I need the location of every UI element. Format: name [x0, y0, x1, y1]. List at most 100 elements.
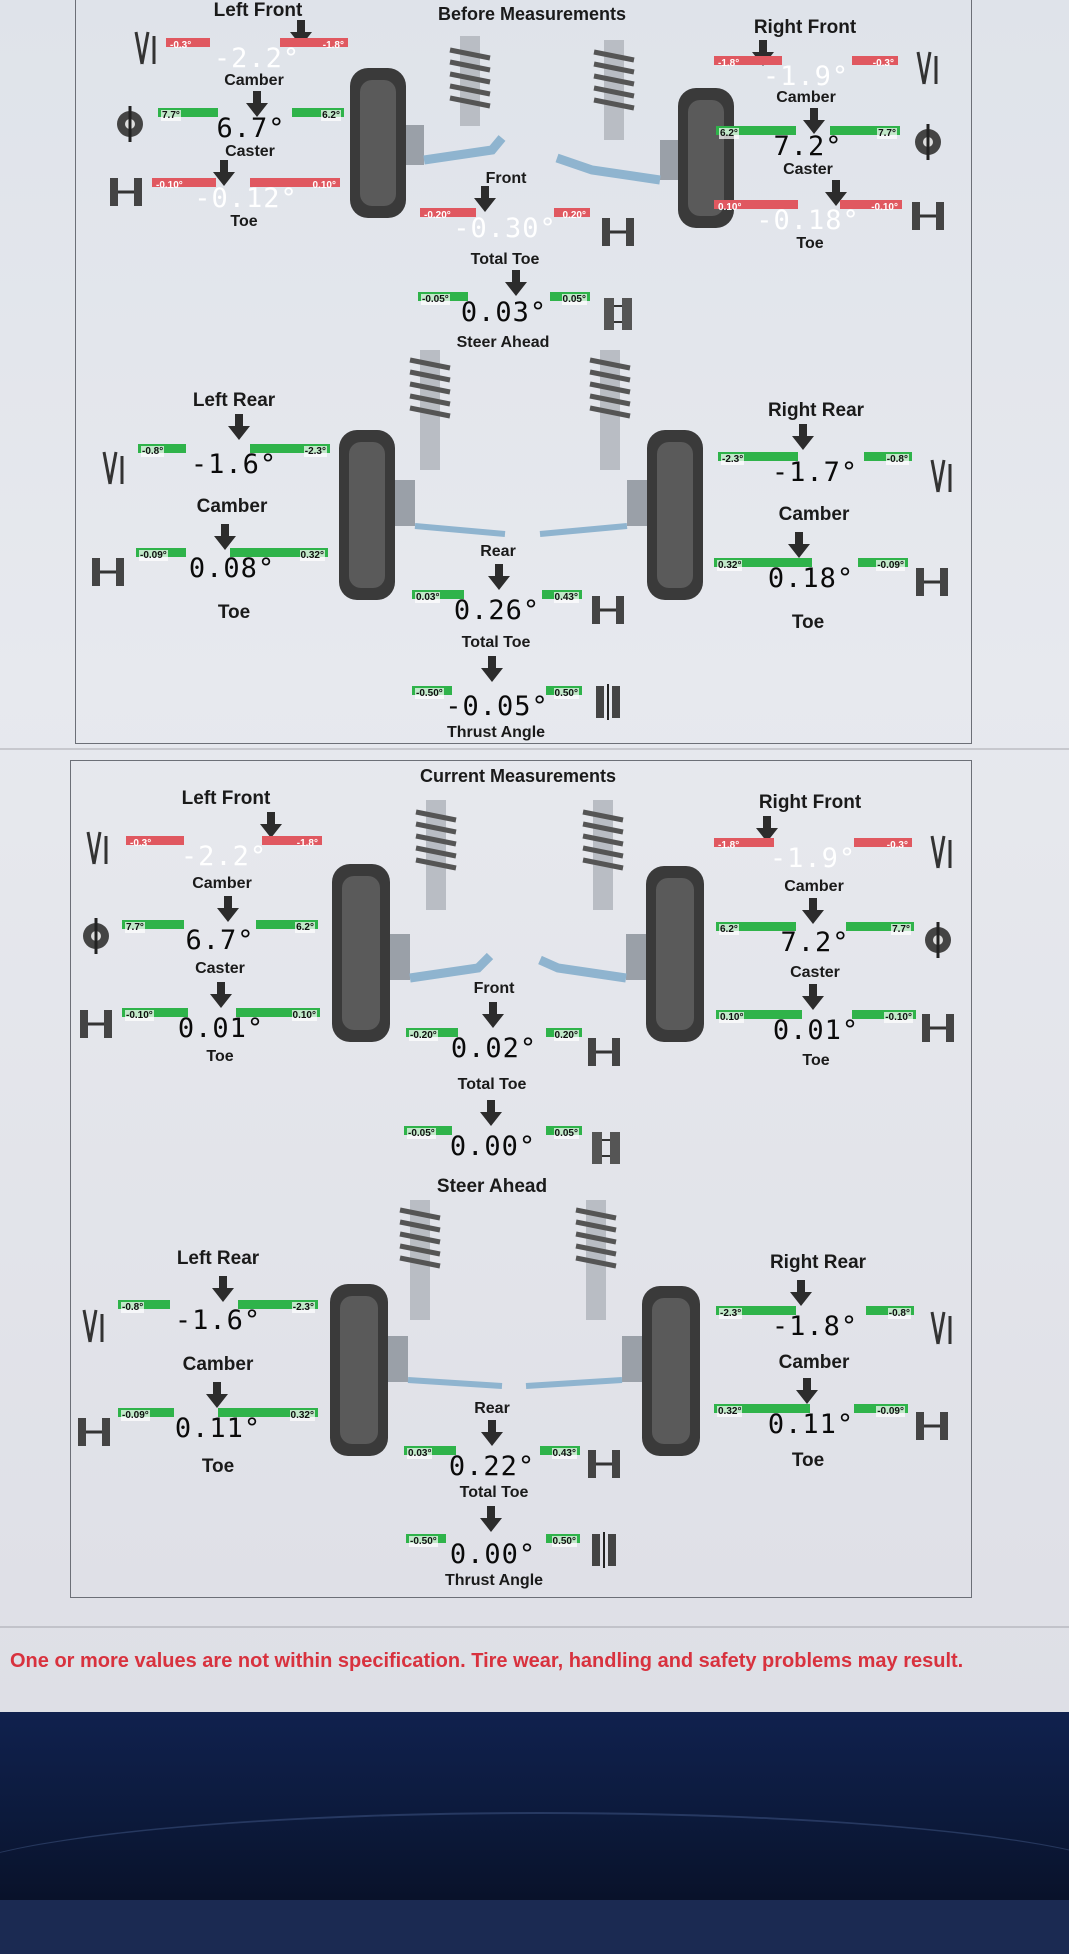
down-arrow-icon: [217, 896, 239, 922]
current-steer-ahead-value: 0.00°: [449, 1131, 537, 1162]
current-rf-caster-label: Caster: [790, 964, 840, 981]
down-arrow-icon: [228, 414, 250, 440]
before-lf-camber-max: -1.8°: [322, 40, 344, 51]
current-thrust-angle-max: 0.50°: [551, 1536, 577, 1547]
car-hood-background: [0, 1712, 1069, 1900]
down-arrow-icon: [210, 982, 232, 1008]
current-rf-camber-max: -0.3°: [886, 840, 908, 851]
down-arrow-icon: [505, 270, 527, 296]
current-rr-camber-label: Camber: [778, 1352, 850, 1373]
current-lr-camber-value: -1.6°: [174, 1305, 262, 1336]
before-rf-caster-max: 7.7°: [877, 128, 897, 139]
current-left-front-title: Left Front: [181, 788, 271, 809]
before-lr-toe-min: -0.09°: [139, 550, 168, 561]
current-rf-toe-max: -0.10°: [884, 1012, 913, 1023]
before-rf-camber-value: -1.9°: [762, 61, 850, 92]
current-rf-caster-min: 6.2°: [719, 924, 739, 935]
current-lf-toe-max: 0.10°: [291, 1010, 317, 1021]
front-suspension-graphic: [350, 36, 734, 228]
current-rr-toe-label: Toe: [791, 1450, 825, 1471]
camber-wheel-icon: [76, 1306, 112, 1346]
current-total-toe-front-label: Total Toe: [457, 1076, 527, 1093]
current-thrust-angle-label: Thrust Angle: [444, 1572, 544, 1589]
caster-wheel-icon: [920, 920, 956, 960]
current-steer-ahead-gauge: -0.05° 0.05° 0.00°: [404, 1126, 582, 1162]
current-right-rear-title: Right Rear: [769, 1252, 867, 1273]
before-lf-caster-max: 6.2°: [321, 110, 341, 121]
down-arrow-icon: [488, 564, 510, 590]
current-rf-camber-min: -1.8°: [718, 840, 740, 851]
steering-icon: [600, 294, 636, 334]
before-total-toe-rear-min: 0.03°: [415, 592, 441, 603]
down-arrow-icon: [788, 532, 810, 558]
current-total-toe-front-value: 0.02°: [450, 1033, 538, 1064]
current-front-label: Front: [473, 980, 515, 997]
current-rr-camber-max: -0.8°: [887, 1308, 911, 1319]
toe-axle-icon: [586, 1032, 622, 1072]
before-rf-caster-gauge: 6.2° 7.7° 7.2°: [716, 126, 900, 162]
before-total-toe-rear-max: 0.43°: [553, 592, 579, 603]
before-thrust-angle-max: 0.50°: [553, 688, 579, 699]
before-steer-ahead-label: Steer Ahead: [456, 334, 550, 351]
before-rf-toe-gauge: 0.10° -0.10° -0.18°: [714, 200, 902, 236]
before-total-toe-rear-value: 0.26°: [453, 595, 541, 626]
camber-wheel-icon: [924, 1308, 960, 1348]
current-rr-toe-gauge: 0.32° -0.09° 0.11°: [714, 1404, 908, 1440]
before-lr-camber-value: -1.6°: [190, 449, 278, 480]
before-rf-caster-label: Caster: [783, 161, 833, 178]
thrust-icon: [586, 1530, 622, 1570]
before-rr-toe-value: 0.18°: [767, 563, 855, 594]
before-panel: [75, 0, 972, 744]
toe-axle-icon: [76, 1412, 112, 1452]
camber-wheel-icon: [80, 828, 116, 868]
caster-wheel-icon: [910, 122, 946, 162]
paper-fold: [0, 1626, 1069, 1628]
down-arrow-icon: [214, 524, 236, 550]
down-arrow-icon: [802, 984, 824, 1010]
before-right-front-title: Right Front: [753, 17, 857, 38]
before-rr-camber-label: Camber: [778, 504, 850, 525]
toe-axle-icon: [600, 212, 636, 252]
before-lf-caster-label: Caster: [225, 143, 275, 160]
camber-wheel-icon: [924, 456, 960, 496]
toe-axle-icon: [914, 562, 950, 602]
before-lf-camber-min: -0.3°: [170, 40, 192, 51]
current-lf-caster-label: Caster: [195, 960, 245, 977]
current-lf-toe-gauge: -0.10° 0.10° 0.01°: [122, 1008, 320, 1044]
before-steer-ahead-value: 0.03°: [460, 297, 548, 328]
before-rf-caster-min: 6.2°: [719, 128, 739, 139]
current-rf-toe-gauge: 0.10° -0.10° 0.01°: [716, 1010, 916, 1046]
before-total-toe-front-min: -0.20°: [424, 210, 451, 221]
current-rf-camber-value: -1.9°: [769, 843, 857, 874]
down-arrow-icon: [482, 1002, 504, 1028]
current-rf-caster-gauge: 6.2° 7.7° 7.2°: [716, 922, 914, 958]
current-total-toe-rear-value: 0.22°: [448, 1451, 536, 1482]
current-rf-toe-label: Toe: [802, 1052, 830, 1069]
before-right-rear-title: Right Rear: [767, 400, 865, 421]
current-lf-camber-value: -2.2°: [180, 841, 268, 872]
current-lf-camber-min: -0.3°: [130, 838, 152, 849]
current-rr-camber-min: -2.3°: [719, 1308, 743, 1319]
before-rr-toe-label: Toe: [791, 612, 825, 633]
current-rr-camber-gauge: -2.3° -0.8° -1.8°: [716, 1306, 914, 1342]
caster-wheel-icon: [112, 104, 148, 144]
current-rr-toe-max: -0.09°: [876, 1406, 905, 1417]
current-total-toe-rear-label: Total Toe: [459, 1484, 529, 1501]
current-lr-toe-value: 0.11°: [174, 1413, 262, 1444]
toe-axle-icon: [108, 172, 144, 212]
current-lr-camber-label: Camber: [182, 1354, 254, 1375]
caster-wheel-icon: [78, 916, 114, 956]
toe-axle-icon: [910, 196, 946, 236]
current-lf-caster-gauge: 7.7° 6.2° 6.7°: [122, 920, 318, 956]
before-total-toe-rear-label: Total Toe: [461, 634, 531, 651]
current-total-toe-front-min: -0.20°: [409, 1030, 438, 1041]
current-rf-camber-gauge: -1.8° -0.3° -1.9°: [714, 838, 912, 874]
current-rr-toe-min: 0.32°: [717, 1406, 743, 1417]
before-thrust-angle-value: -0.05°: [445, 691, 549, 722]
rear-suspension-graphic: [339, 350, 703, 600]
before-lf-caster-gauge: 7.7° 6.2° 6.7°: [158, 108, 344, 144]
current-lf-camber-label: Camber: [192, 875, 252, 892]
down-arrow-icon: [481, 1420, 503, 1446]
current-total-toe-front-gauge: -0.20° 0.20° 0.02°: [406, 1028, 582, 1064]
before-rear-label: Rear: [480, 543, 516, 560]
